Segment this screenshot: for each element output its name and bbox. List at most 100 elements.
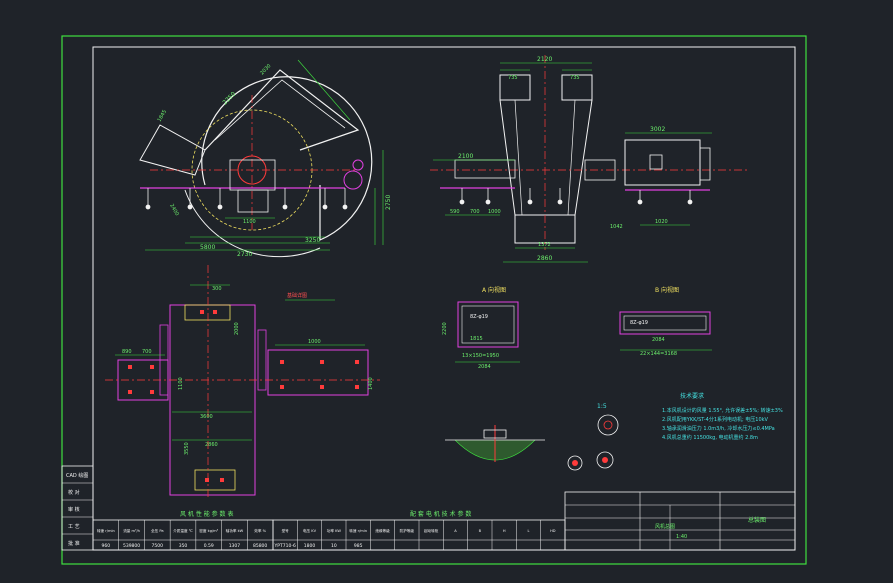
section-b-label: B 向视图 [655,286,679,294]
fan-table-header-5: 轴功率 kW [226,528,244,533]
detail-views: 1:5 [445,403,619,471]
motor-table-header-9: H [503,529,506,533]
motor-table-header-10: L [527,529,529,533]
note-line-1: 1.本风机设计的风量 1.55°, 允许误差±5%; 转速±3% [662,407,783,414]
motor-table-header-6: 起动转矩 [424,528,439,533]
dim-1042: 1042 [610,224,623,230]
motor-table-header-1: 电压 KV [303,528,317,533]
stamp-cad: CAD 绘图 [66,472,88,479]
stamp-check: 校 对 [68,489,80,496]
title-scale: 1:40 [676,534,687,540]
motor-table-value-2: 10 [331,543,337,549]
dim-3250: 3250 [305,237,320,244]
fan-table-title: 风 机 性 能 参 数 表 [180,510,233,518]
motor-table-header-11: HD [550,529,556,533]
detail-scale: 1:5 [597,403,607,410]
fan-performance-table: 风 机 性 能 参 数 表 转速 r/min 960 流量 m³/h 539800 全压… [92,510,274,551]
dim-2120: 2120 [537,56,552,63]
motor-table-header-3: 转速 r/min [349,528,367,533]
motor-table-value-1: 1800 [304,543,316,549]
fan-table-value-4: 0.59 [204,543,214,549]
dim-3550: 3550 [184,442,190,455]
dim-1100: 1100 [243,219,256,225]
motor-table: 配 套 电 机 技 术 参 数 型号 YPT710-6 电压 KV 1800 功率 KW… [272,510,566,551]
section-b-view: B 向视图 8Z-φ19 2084 22×144=3168 [619,286,712,357]
dim-5800: 5800 [200,244,215,251]
dim-890: 890 [122,349,132,355]
dim-1100-f: 1100 [178,377,184,390]
section-a-view: A 向视图 8Z-φ19 1815 13×150=1950 2084 2200 [442,286,520,370]
dim-2400: 2400 [168,203,180,217]
dim-2860: 2860 [537,255,552,262]
fan-table-value-3: 350 [179,543,188,549]
dim-735-left: 735 [508,75,518,81]
dim-2860-f: 2860 [205,442,218,448]
stamp-process: 工 艺 [68,524,80,530]
title-right-label: 总装图 [748,516,766,524]
fan-table-header-3: 介质温度 ℃ [173,528,193,533]
notes-title: 技术要求 [680,392,704,400]
fan-table-header-0: 转速 r/min [97,528,115,533]
section-b-holes: 8Z-φ19 [630,320,648,326]
dim-300: 300 [212,286,222,292]
note-line-3: 3.轴承润滑油压力 1.0m3/h, 冷却水压力≤0.4MPa [662,425,775,432]
fan-table-value-2: 7500 [152,543,164,549]
dim-735-right: 735 [570,75,580,81]
motor-table-header-5: 防护等级 [400,528,415,533]
dim-2730: 2730 [237,251,252,258]
section-a-dim-2200: 2200 [442,322,448,335]
technical-notes: 技术要求 1.本风机设计的风量 1.55°, 允许误差±5%; 转速±3% 2.… [662,392,783,441]
dim-2750: 2750 [385,195,392,210]
fan-table-header-2: 全压 Pa [151,528,164,533]
outer-frame [61,35,807,565]
section-a-label: A 向视图 [482,286,506,294]
title-drawing-name: 风机总图 [655,523,675,530]
fan-table-value-6: 85800 [253,543,267,549]
section-b-dim-pitch: 22×144=3168 [640,351,677,357]
foundation-plan: 890 700 300 2000 1100 3600 2860 3550 100… [105,265,380,500]
motor-table-header-4: 绝缘等级 [375,528,390,533]
motor-table-header-7: A [454,529,457,533]
fan-table-header-6: 效率 % [254,528,266,533]
section-a-dim-pitch: 13×150=1950 [462,353,499,359]
fan-front-view: 2730 5800 3250 2750 1100 2250 1845 2030 … [139,59,392,258]
motor-table-header-8: B [479,529,482,533]
fan-table-value-1: 539800 [123,543,140,549]
motor-table-value-3: 985 [354,543,363,549]
fan-table-value-0: 960 [102,543,111,549]
motor-table-header-0: 型号 [282,528,290,533]
section-a-dim-2084: 2084 [478,364,491,370]
dim-1845: 1845 [157,109,169,123]
fan-side-view: 2120 735 735 2100 1372 2860 3002 590 700… [430,55,750,263]
dim-3600: 3600 [200,414,213,420]
motor-table-header-2: 功率 KW [327,528,342,533]
dim-2100: 2100 [458,153,473,160]
dim-700-f: 700 [142,349,152,355]
dim-700: 700 [470,209,480,215]
note-line-2: 2.风机配用YKK/ST-4分1系列电动机; 电压10kV [662,416,769,423]
fan-table-value-5: 1307 [229,543,241,549]
section-a-dim-1815: 1815 [470,336,483,342]
foundation-label: 基础详图 [287,292,307,299]
fan-table-header-4: 密度 kg/m³ [199,528,218,533]
stamp-approve: 批 准 [68,540,80,547]
fan-table-header-1: 流量 m³/h [123,528,140,533]
dim-1372: 1372 [538,242,551,248]
dim-2030: 2030 [259,63,272,76]
title-block: 风机总图 1:40 总装图 [564,491,796,551]
section-b-dim-2084: 2084 [652,337,665,343]
note-line-4: 4.风机总重约 11500kg, 电动机重约 2.8m [662,434,758,441]
dim-2250: 2250 [221,91,237,107]
left-stamp-block: CAD 绘图 校 对 审 核 工 艺 批 准 [61,465,94,551]
stamp-review: 审 核 [68,506,80,513]
section-a-holes: 8Z-φ19 [470,314,488,320]
dim-1400: 1400 [368,377,374,390]
motor-table-value-0: YPT710-6 [274,543,296,549]
dim-3002: 3002 [650,126,665,133]
dim-590: 590 [450,209,460,215]
motor-table-title: 配 套 电 机 技 术 参 数 [410,510,471,518]
dim-1000-f: 1000 [308,339,321,345]
dim-1000: 1000 [488,209,501,215]
dim-1020: 1020 [655,219,668,225]
